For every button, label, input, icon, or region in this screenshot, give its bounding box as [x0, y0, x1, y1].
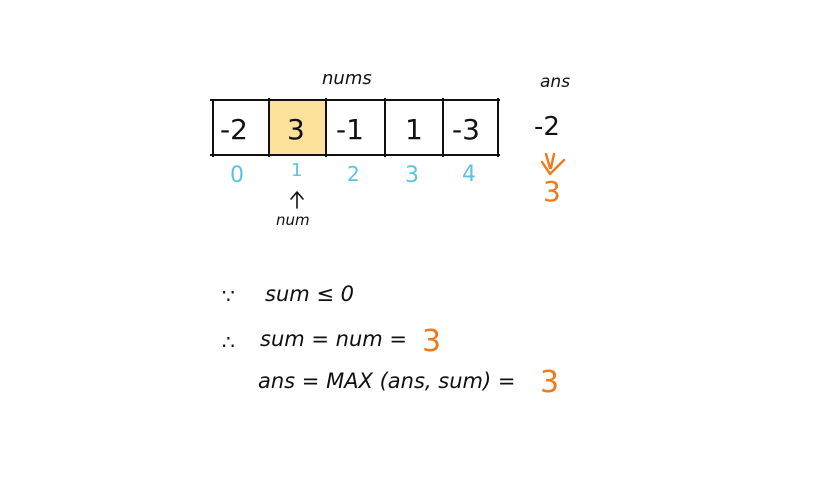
array-diagram	[210, 98, 500, 157]
index-label: 3	[405, 163, 419, 188]
array-cell: -2	[220, 113, 248, 146]
therefore-value: 3	[422, 324, 442, 359]
ans-label: ans	[540, 72, 571, 92]
index-label: 1	[291, 160, 303, 181]
index-label: 4	[462, 162, 476, 187]
highlight-cell	[269, 100, 326, 155]
up-arrow-icon	[290, 191, 304, 209]
therefore-symbol: ∴	[222, 330, 235, 354]
array-cell-highlighted: 3	[287, 113, 305, 146]
array-cell: -3	[452, 113, 480, 146]
ans-old-value: -2	[534, 112, 560, 142]
array-cell: 1	[405, 113, 423, 146]
index-label: 0	[230, 163, 244, 188]
index-label: 2	[347, 162, 360, 186]
pointer-label: num	[276, 211, 310, 229]
therefore-statement: sum = num =	[260, 327, 407, 351]
ans-new-value: 3	[543, 175, 561, 208]
array-label: nums	[322, 68, 372, 89]
because-symbol: ∵	[222, 284, 235, 308]
down-arrow-icon	[540, 152, 566, 176]
ans-update-value: 3	[540, 365, 560, 400]
ans-update-statement: ans = MAX (ans, sum) =	[258, 369, 516, 393]
because-statement: sum ≤ 0	[265, 282, 355, 306]
array-cell: -1	[336, 113, 364, 146]
